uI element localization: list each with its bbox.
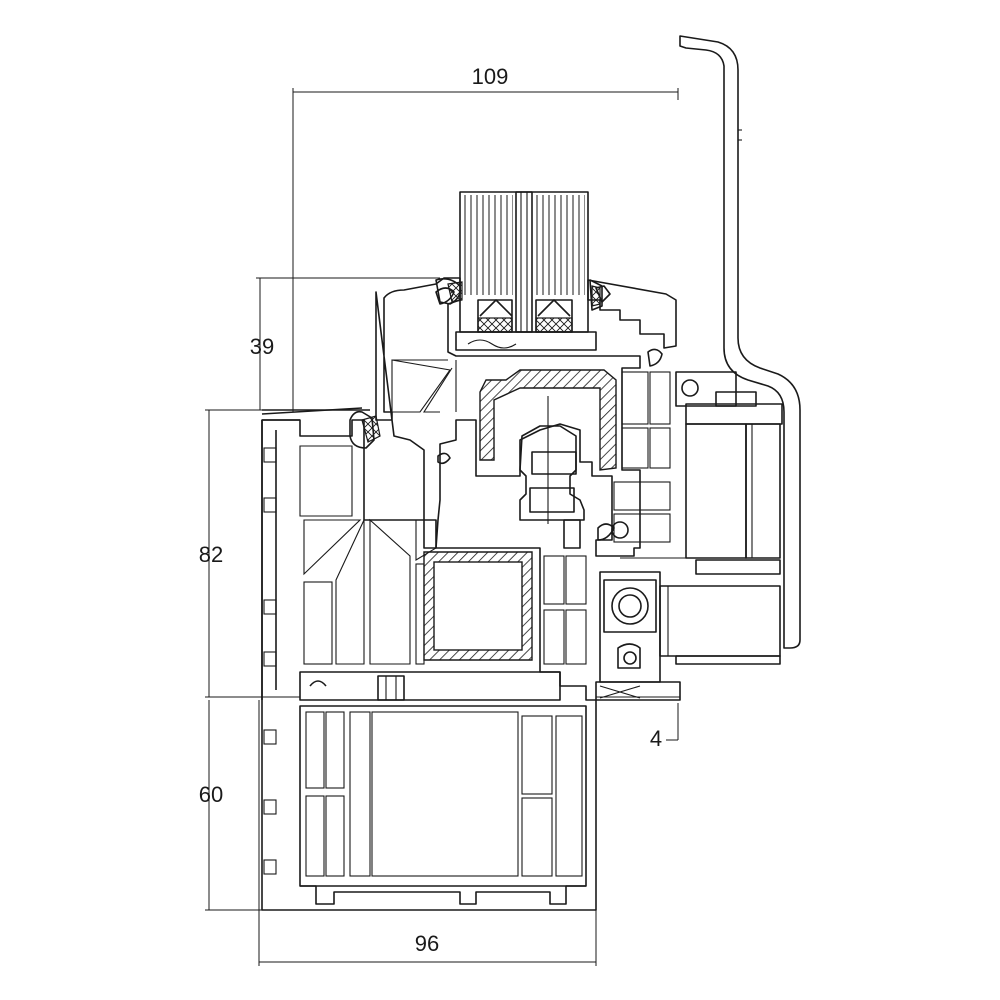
glazing-unit <box>455 191 597 351</box>
sash-profile <box>375 277 677 557</box>
dim-label-top-width: 109 <box>472 64 509 89</box>
frame-profile <box>261 419 597 911</box>
dim-label-gap: 4 <box>650 726 662 751</box>
dimension-labels: 109 39 82 60 4 96 <box>199 64 662 956</box>
dim-label-bottom-width: 96 <box>415 931 439 956</box>
dim-label-base-height: 60 <box>199 782 223 807</box>
lock-hardware <box>595 371 783 701</box>
dim-label-frame-height: 82 <box>199 542 223 567</box>
handle-cover-profile <box>679 35 801 649</box>
dim-label-sash-height: 39 <box>250 334 274 359</box>
gaskets <box>261 278 603 449</box>
